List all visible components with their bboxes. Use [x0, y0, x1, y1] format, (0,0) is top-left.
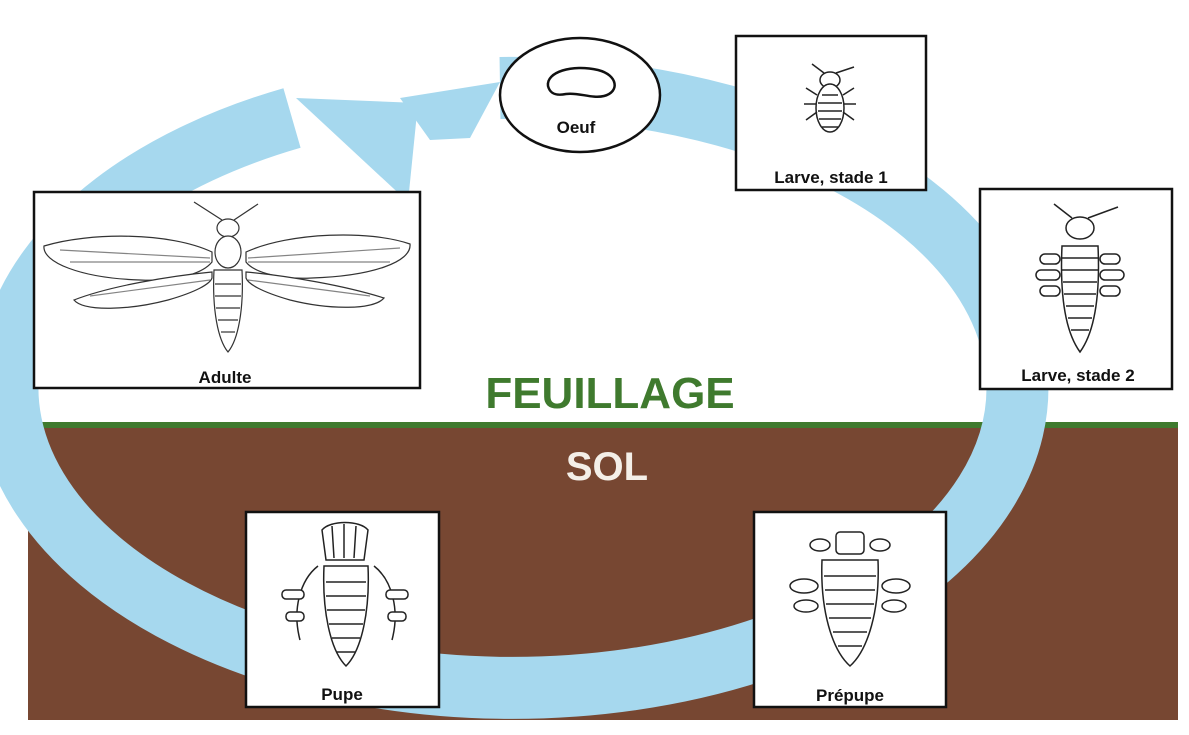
soil-label: SOL: [566, 445, 648, 489]
egg-label: Oeuf: [557, 118, 596, 137]
adult-label: Adulte: [199, 368, 252, 387]
larva2-label: Larve, stade 2: [1021, 366, 1134, 385]
larva1-label: Larve, stade 1: [774, 168, 887, 187]
stage-pupa: Pupe: [246, 512, 439, 707]
foliage-label: FEUILLAGE: [485, 369, 734, 418]
stage-adult: Adulte: [34, 192, 420, 388]
prepupa-label: Prépupe: [816, 686, 884, 705]
egg-icon: [548, 68, 615, 97]
stage-larva-1: Larve, stade 1: [736, 36, 926, 190]
cycle-arrowhead: [296, 98, 418, 202]
stage-prepupa: Prépupe: [754, 512, 946, 707]
pupa-label: Pupe: [321, 685, 363, 704]
stage-egg: Oeuf: [500, 38, 660, 152]
stage-larva-2: Larve, stade 2: [980, 189, 1172, 389]
